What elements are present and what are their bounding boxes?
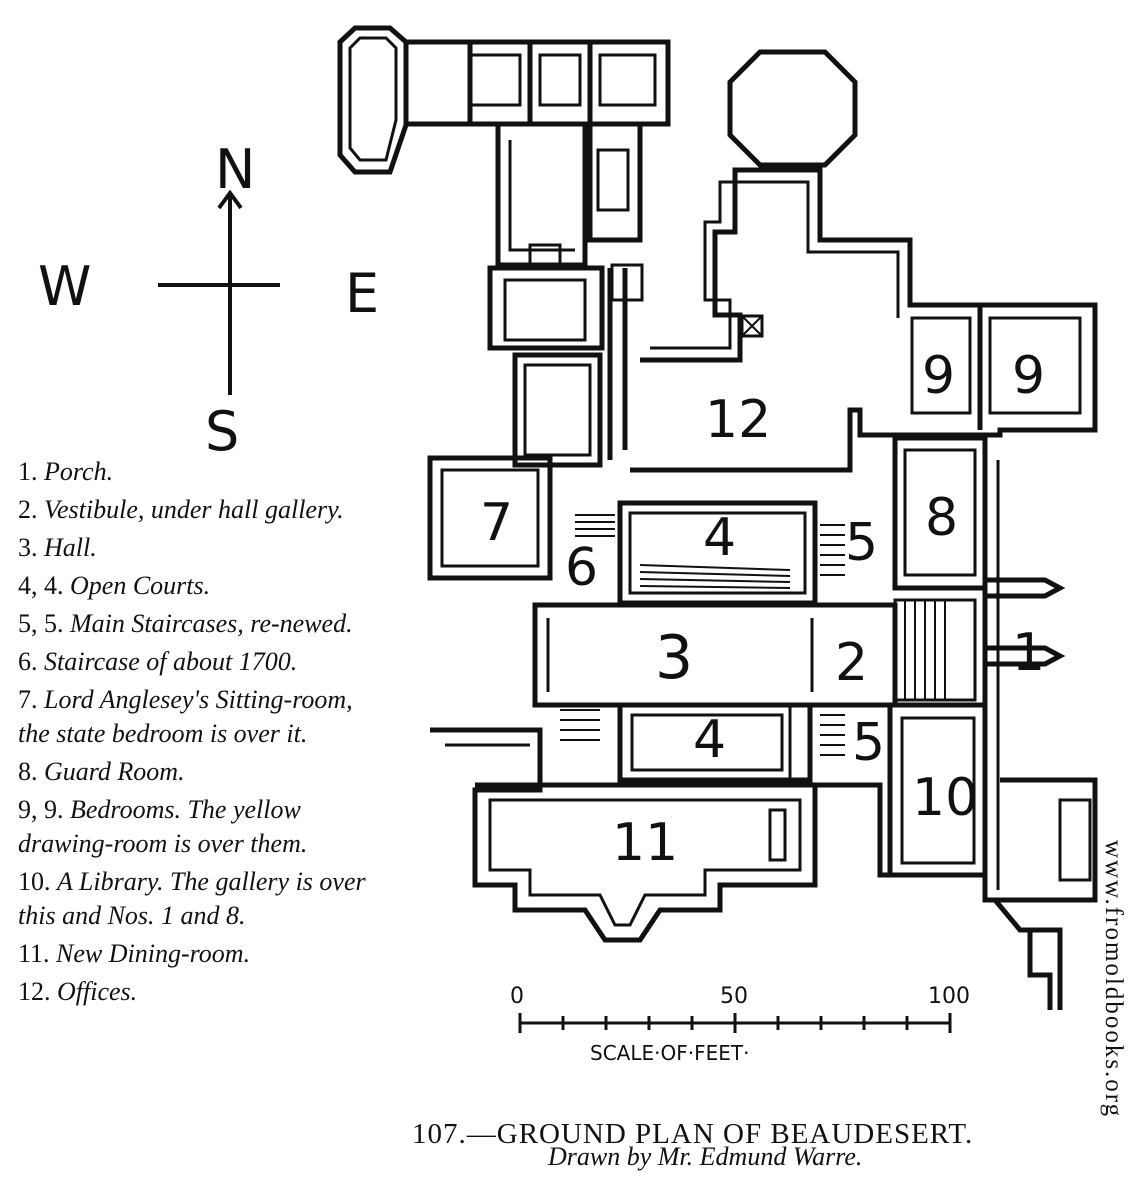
room-label-9a: 9 [922,346,955,406]
scale-tick-50: 50 [720,984,748,1009]
legend-item: 8. Guard Room. [18,757,185,786]
legend-item: 4, 4. Open Courts. [18,571,211,600]
legend-item: 11. New Dining-room. [18,939,251,968]
legend-item: 6. Staircase of about 1700. [18,647,298,676]
room-label-7: 7 [480,493,513,553]
compass-rose [158,189,280,395]
compass-north: N [215,138,255,201]
legend-item: 10. A Library. The gallery is over this … [18,867,366,930]
legend-item: 2. Vestibule, under hall gallery. [18,495,344,524]
room-label-4b: 4 [693,710,726,770]
room-dining [430,727,818,943]
compass-east: E [345,262,379,325]
room-label-1: 1 [1012,623,1045,683]
figure-credit: Drawn by Mr. Edmund Warre. [548,1142,863,1171]
room-label-5b: 5 [852,713,885,773]
scale-label: SCALE·OF·FEET· [590,1041,749,1065]
compass-south: S [205,400,239,463]
room-7 [427,455,553,581]
scale-tick-0: 0 [510,984,524,1009]
ne-octagon [727,49,858,168]
room-label-10: 10 [912,768,978,828]
room-label-2: 2 [835,633,868,693]
room-label-12: 12 [705,390,771,450]
room-label-6: 6 [565,538,598,598]
legend-item: 9, 9. Bedrooms. The yellow drawing-room … [18,795,308,858]
porch [985,577,1066,667]
legend-item: 12. Offices. [18,977,138,1006]
figure-caption: 107.—GROUND PLAN OF BEAUDESERT. [412,1118,974,1150]
compass-west: W [38,255,91,318]
legend-item: 7. Lord Anglesey's Sitting-room, the sta… [18,685,353,748]
north-wing [403,39,671,127]
room-label-11: 11 [612,813,678,873]
room-label-4a: 4 [703,508,736,568]
legend-item: 3. Hall. [18,533,97,562]
scale-tick-100: 100 [928,984,970,1009]
legend-item: 1. Porch. [18,457,114,486]
room-label-3: 3 [655,623,693,693]
room-label-8: 8 [925,488,958,548]
legend: 1. Porch. 2. Vestibule, under hall galle… [18,455,388,1013]
room-offices [630,167,1098,473]
watermark: www.fromoldbooks.org [1100,840,1127,1119]
room-label-9b: 9 [1012,346,1045,406]
scale-bar [518,1013,952,1033]
legend-item: 5, 5. Main Staircases, re-newed. [18,609,353,638]
room-label-5a: 5 [845,513,878,573]
